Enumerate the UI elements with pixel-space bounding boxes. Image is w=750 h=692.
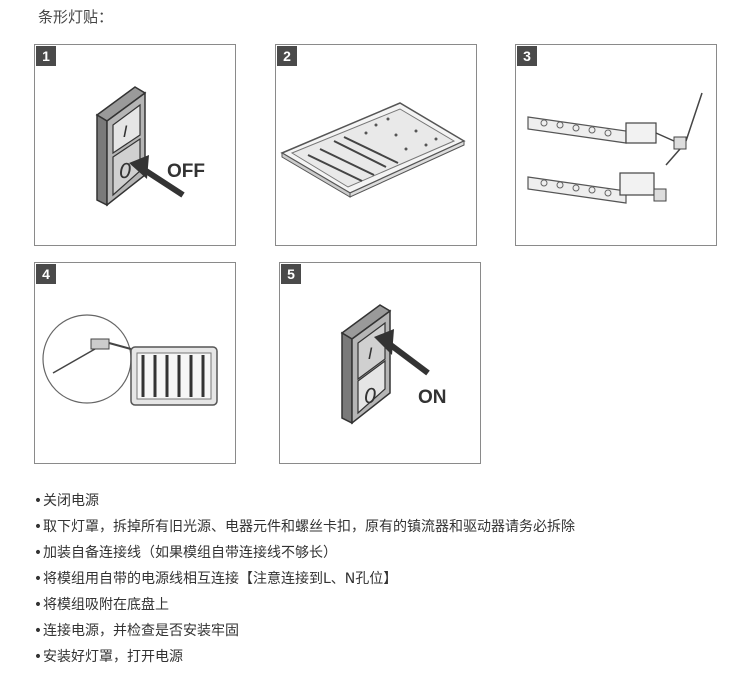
- list-item: •将模组用自带的电源线相互连接【注意连接到L、N孔位】: [33, 566, 575, 592]
- list-item: •加装自备连接线（如果模组自带连接线不够长）: [33, 540, 575, 566]
- step-number-badge: 4: [36, 264, 56, 284]
- step-number-badge: 2: [277, 46, 297, 66]
- list-item: •连接电源，并检查是否安装牢固: [33, 618, 575, 644]
- bullet-icon: •: [33, 649, 43, 665]
- bullet-icon: •: [33, 545, 43, 561]
- switch-off-illustration: I 0 OFF: [95, 86, 205, 207]
- led-strip-illustration: [527, 92, 703, 204]
- bullet-icon: •: [33, 571, 43, 587]
- list-item: •将模组吸附在底盘上: [33, 592, 575, 618]
- ceiling-tray-illustration: [280, 102, 466, 198]
- switch-on-symbol: I: [368, 344, 373, 363]
- list-item: •关闭电源: [33, 488, 575, 514]
- arrow-icon: [374, 329, 394, 355]
- page-title: 条形灯贴：: [38, 8, 114, 26]
- step-panel-4: 4: [34, 262, 236, 464]
- step-number-badge: 1: [36, 46, 56, 66]
- on-label: ON: [418, 387, 447, 408]
- arrow-icon: [129, 155, 149, 179]
- list-item: •取下灯罩，拆掉所有旧光源、电器元件和螺丝卡扣，原有的镇流器和驱动器请务必拆除: [33, 514, 575, 540]
- bullet-icon: •: [33, 493, 43, 509]
- step-panel-3: 3: [515, 44, 717, 246]
- switch-on-symbol: I: [123, 122, 128, 141]
- bullet-icon: •: [33, 623, 43, 639]
- module-assembly-illustration: [42, 314, 218, 406]
- bullet-icon: •: [33, 519, 43, 535]
- step-panel-1: 1 I 0 OFF: [34, 44, 236, 246]
- instruction-list: •关闭电源 •取下灯罩，拆掉所有旧光源、电器元件和螺丝卡扣，原有的镇流器和驱动器…: [33, 488, 575, 670]
- switch-on-illustration: I 0 ON: [340, 304, 447, 425]
- step-panel-5: 5 I 0 ON: [279, 262, 481, 464]
- bullet-icon: •: [33, 597, 43, 613]
- list-item: •安装好灯罩，打开电源: [33, 644, 575, 670]
- step-number-badge: 3: [517, 46, 537, 66]
- switch-off-symbol: 0: [119, 159, 132, 183]
- step-number-badge: 5: [281, 264, 301, 284]
- off-label: OFF: [167, 161, 205, 182]
- switch-off-symbol: 0: [364, 384, 377, 408]
- step-panel-2: 2: [275, 44, 477, 246]
